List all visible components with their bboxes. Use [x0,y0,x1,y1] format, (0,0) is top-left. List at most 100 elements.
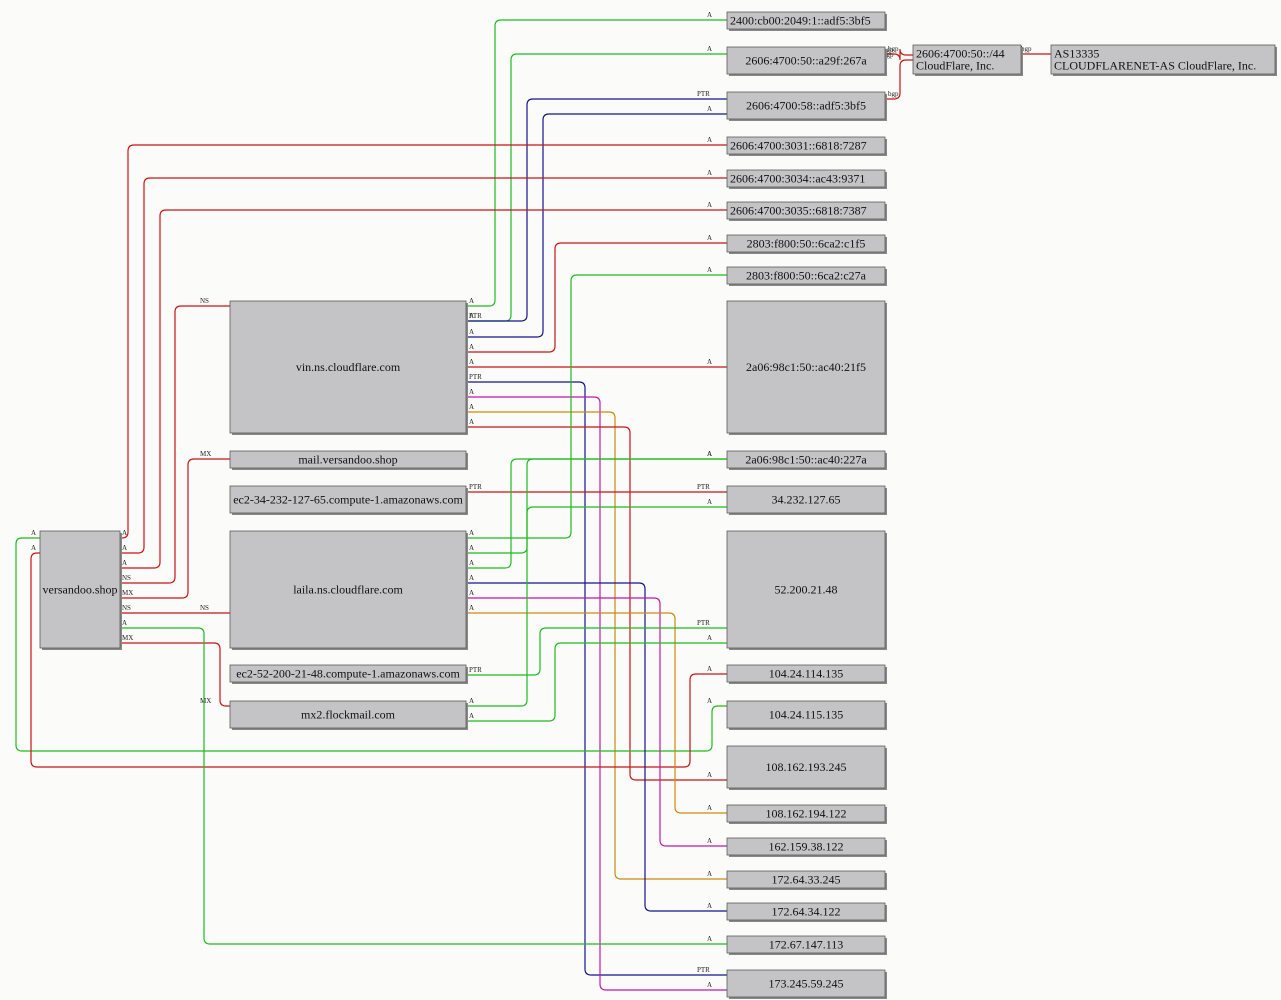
node-ip-172-64-34[interactable]: 172.64.34.122 [726,902,887,922]
edge-target-label: bgp [883,51,894,59]
edge-source-label: A [469,343,474,351]
edge-vin_ns-to-ip_108_193 [467,426,727,781]
edge-source-label: PTR [469,483,482,491]
node-label: 108.162.194.122 [766,807,847,821]
node-ip-2606-3031[interactable]: 2606:4700:3031::6818:7287 [726,136,887,156]
edge-vin_ns-to-ip_2606_58_adf5 [467,113,727,338]
edge-target-label: PTR [697,90,710,98]
edge-target-label: MX [200,450,211,458]
node-label: 2606:4700:50::/44 [916,47,1005,61]
node-mx2-flockmail[interactable]: mx2.flockmail.com [229,700,468,730]
edge-source-label: A [469,358,474,366]
edge-target-label: MX [200,697,211,705]
edge-source-label: A [469,297,474,305]
node-label: versandoo.shop [43,583,118,597]
edge-target-label: A [707,771,712,779]
edge-vin_ns-to-ip_2606_50_a29f [467,53,727,322]
edge-target-label: A [707,105,712,113]
edge-versandoo-to-ip_172_67 [120,627,727,945]
edge-layer: AAAAPTRPTRAAAAAAPTRPTRAAAAAAAAAAAANSNSMX… [15,11,1051,991]
edge-versandoo-to-ip_2606_3034 [120,177,727,554]
edge-source-label: A [469,312,474,320]
node-label: 162.159.38.122 [769,840,844,854]
node-ip-172-67[interactable]: 172.67.147.113 [726,935,887,955]
edge-versandoo-to-ip_2606_3031 [120,144,727,539]
edge-target-label: A [707,902,712,910]
node-ip-2a06-21f5[interactable]: 2a06:98c1:50::ac40:21f5 [726,300,887,435]
node-ip-2400-cb00[interactable]: 2400:cb00:2049:1::adf5:3bf5 [726,11,887,31]
node-ip-2606-50-a29f[interactable]: 2606:4700:50::a29f:267a [726,46,887,76]
edge-ip_2606_50_a29f-to-prefix_2606 [886,48,913,61]
node-ip-108-193[interactable]: 108.162.193.245 [726,745,887,790]
node-label: 104.24.115.135 [769,708,844,722]
edge-source-label: A [31,529,36,537]
node-label: 2606:4700:3035::6818:7387 [730,204,867,218]
edge-target-label: A [707,169,712,177]
node-ip-2606-58-adf5[interactable]: 2606:4700:58::adf5:3bf5 [726,91,887,121]
edge-target-label: A [707,935,712,943]
node-ip-2a06-227a[interactable]: 2a06:98c1:50::ac40:227a [726,450,887,470]
edge-vin_ns-to-ip_2400_cb00 [467,19,727,307]
node-ip-172-64-33[interactable]: 172.64.33.245 [726,870,887,890]
node-ip-108-194[interactable]: 108.162.194.122 [726,804,887,824]
edge-target-label: A [707,697,712,705]
edge-source-label: A [469,529,474,537]
node-ip-162-159[interactable]: 162.159.38.122 [726,837,887,857]
node-ip-2606-3034[interactable]: 2606:4700:3034::ac43:9371 [726,169,887,189]
edge-source-label: A [469,574,474,582]
edge-target-label: NS [200,604,209,612]
node-label: 52.200.21.48 [775,583,838,597]
edge-laila_ns-to-ip_2a06_227a [467,458,727,554]
node-versandoo[interactable]: versandoo.shop [39,530,122,650]
node-ec2-34[interactable]: ec2-34-232-127-65.compute-1.amazonaws.co… [229,485,468,515]
edge-ec2_52-to-ip_52_200 [467,627,727,676]
node-ip-2803-c1f5[interactable]: 2803:f800:50::6ca2:c1f5 [726,234,887,254]
node-label: 2803:f800:50::6ca2:c1f5 [747,237,866,251]
edge-target-label: NS [200,297,209,305]
node-label: CloudFlare, Inc. [916,59,994,73]
node-ip-2803-c27a[interactable]: 2803:f800:50::6ca2:c27a [726,266,887,286]
node-label: 2a06:98c1:50::ac40:21f5 [746,360,866,374]
edge-source-label: bgp [888,45,899,53]
node-ip-34-232[interactable]: 34.232.127.65 [726,485,887,515]
node-laila-ns[interactable]: laila.ns.cloudflare.com [229,530,468,650]
node-ip-104-115[interactable]: 104.24.115.135 [726,700,887,730]
node-label: vin.ns.cloudflare.com [296,360,401,374]
node-label: ec2-52-200-21-48.compute-1.amazonaws.com [236,667,460,681]
edge-source-label: NS [122,574,131,582]
edge-source-label: A [122,619,127,627]
edge-mx2_flockmail-to-ip_52_200 [467,642,727,722]
node-ip-52-200[interactable]: 52.200.21.48 [726,530,887,650]
edge-versandoo-to-ip_104_115 [15,537,727,752]
edge-target-label: A [707,234,712,242]
node-ip-2606-3035[interactable]: 2606:4700:3035::6818:7387 [726,201,887,221]
edge-source-label: A [469,604,474,612]
edge-source-label: A [469,328,474,336]
node-ip-104-114[interactable]: 104.24.114.135 [726,664,887,684]
node-label: 172.64.33.245 [772,873,841,887]
edge-versandoo-to-vin_ns [120,305,230,584]
node-ec2-52[interactable]: ec2-52-200-21-48.compute-1.amazonaws.com [229,664,468,684]
node-mail-versandoo[interactable]: mail.versandoo.shop [229,450,468,470]
node-ip-173-245[interactable]: 173.245.59.245 [726,969,887,999]
edge-mx2_flockmail-to-ip_34_232 [467,506,727,707]
edge-versandoo-to-mx2_flockmail [120,642,230,707]
edge-source-label: A [469,544,474,552]
node-label: CLOUDFLARENET-AS CloudFlare, Inc. [1054,59,1256,73]
edge-source-label: A [469,403,474,411]
edge-source-label: MX [122,589,133,597]
node-label: 2606:4700:58::adf5:3bf5 [746,99,866,113]
edge-source-label: A [31,544,36,552]
edge-source-label: PTR [469,373,482,381]
edge-target-label: bgp [1021,45,1032,53]
edge-target-label: A [707,837,712,845]
edge-laila_ns-to-ip_108_194 [467,612,727,814]
node-label: mail.versandoo.shop [298,453,397,467]
edge-source-label: A [122,559,127,567]
edge-target-label: A [707,45,712,53]
node-label: 172.64.34.122 [772,905,841,919]
node-label: 2606:4700:3034::ac43:9371 [730,172,865,186]
node-vin-ns[interactable]: vin.ns.cloudflare.com [229,300,468,435]
